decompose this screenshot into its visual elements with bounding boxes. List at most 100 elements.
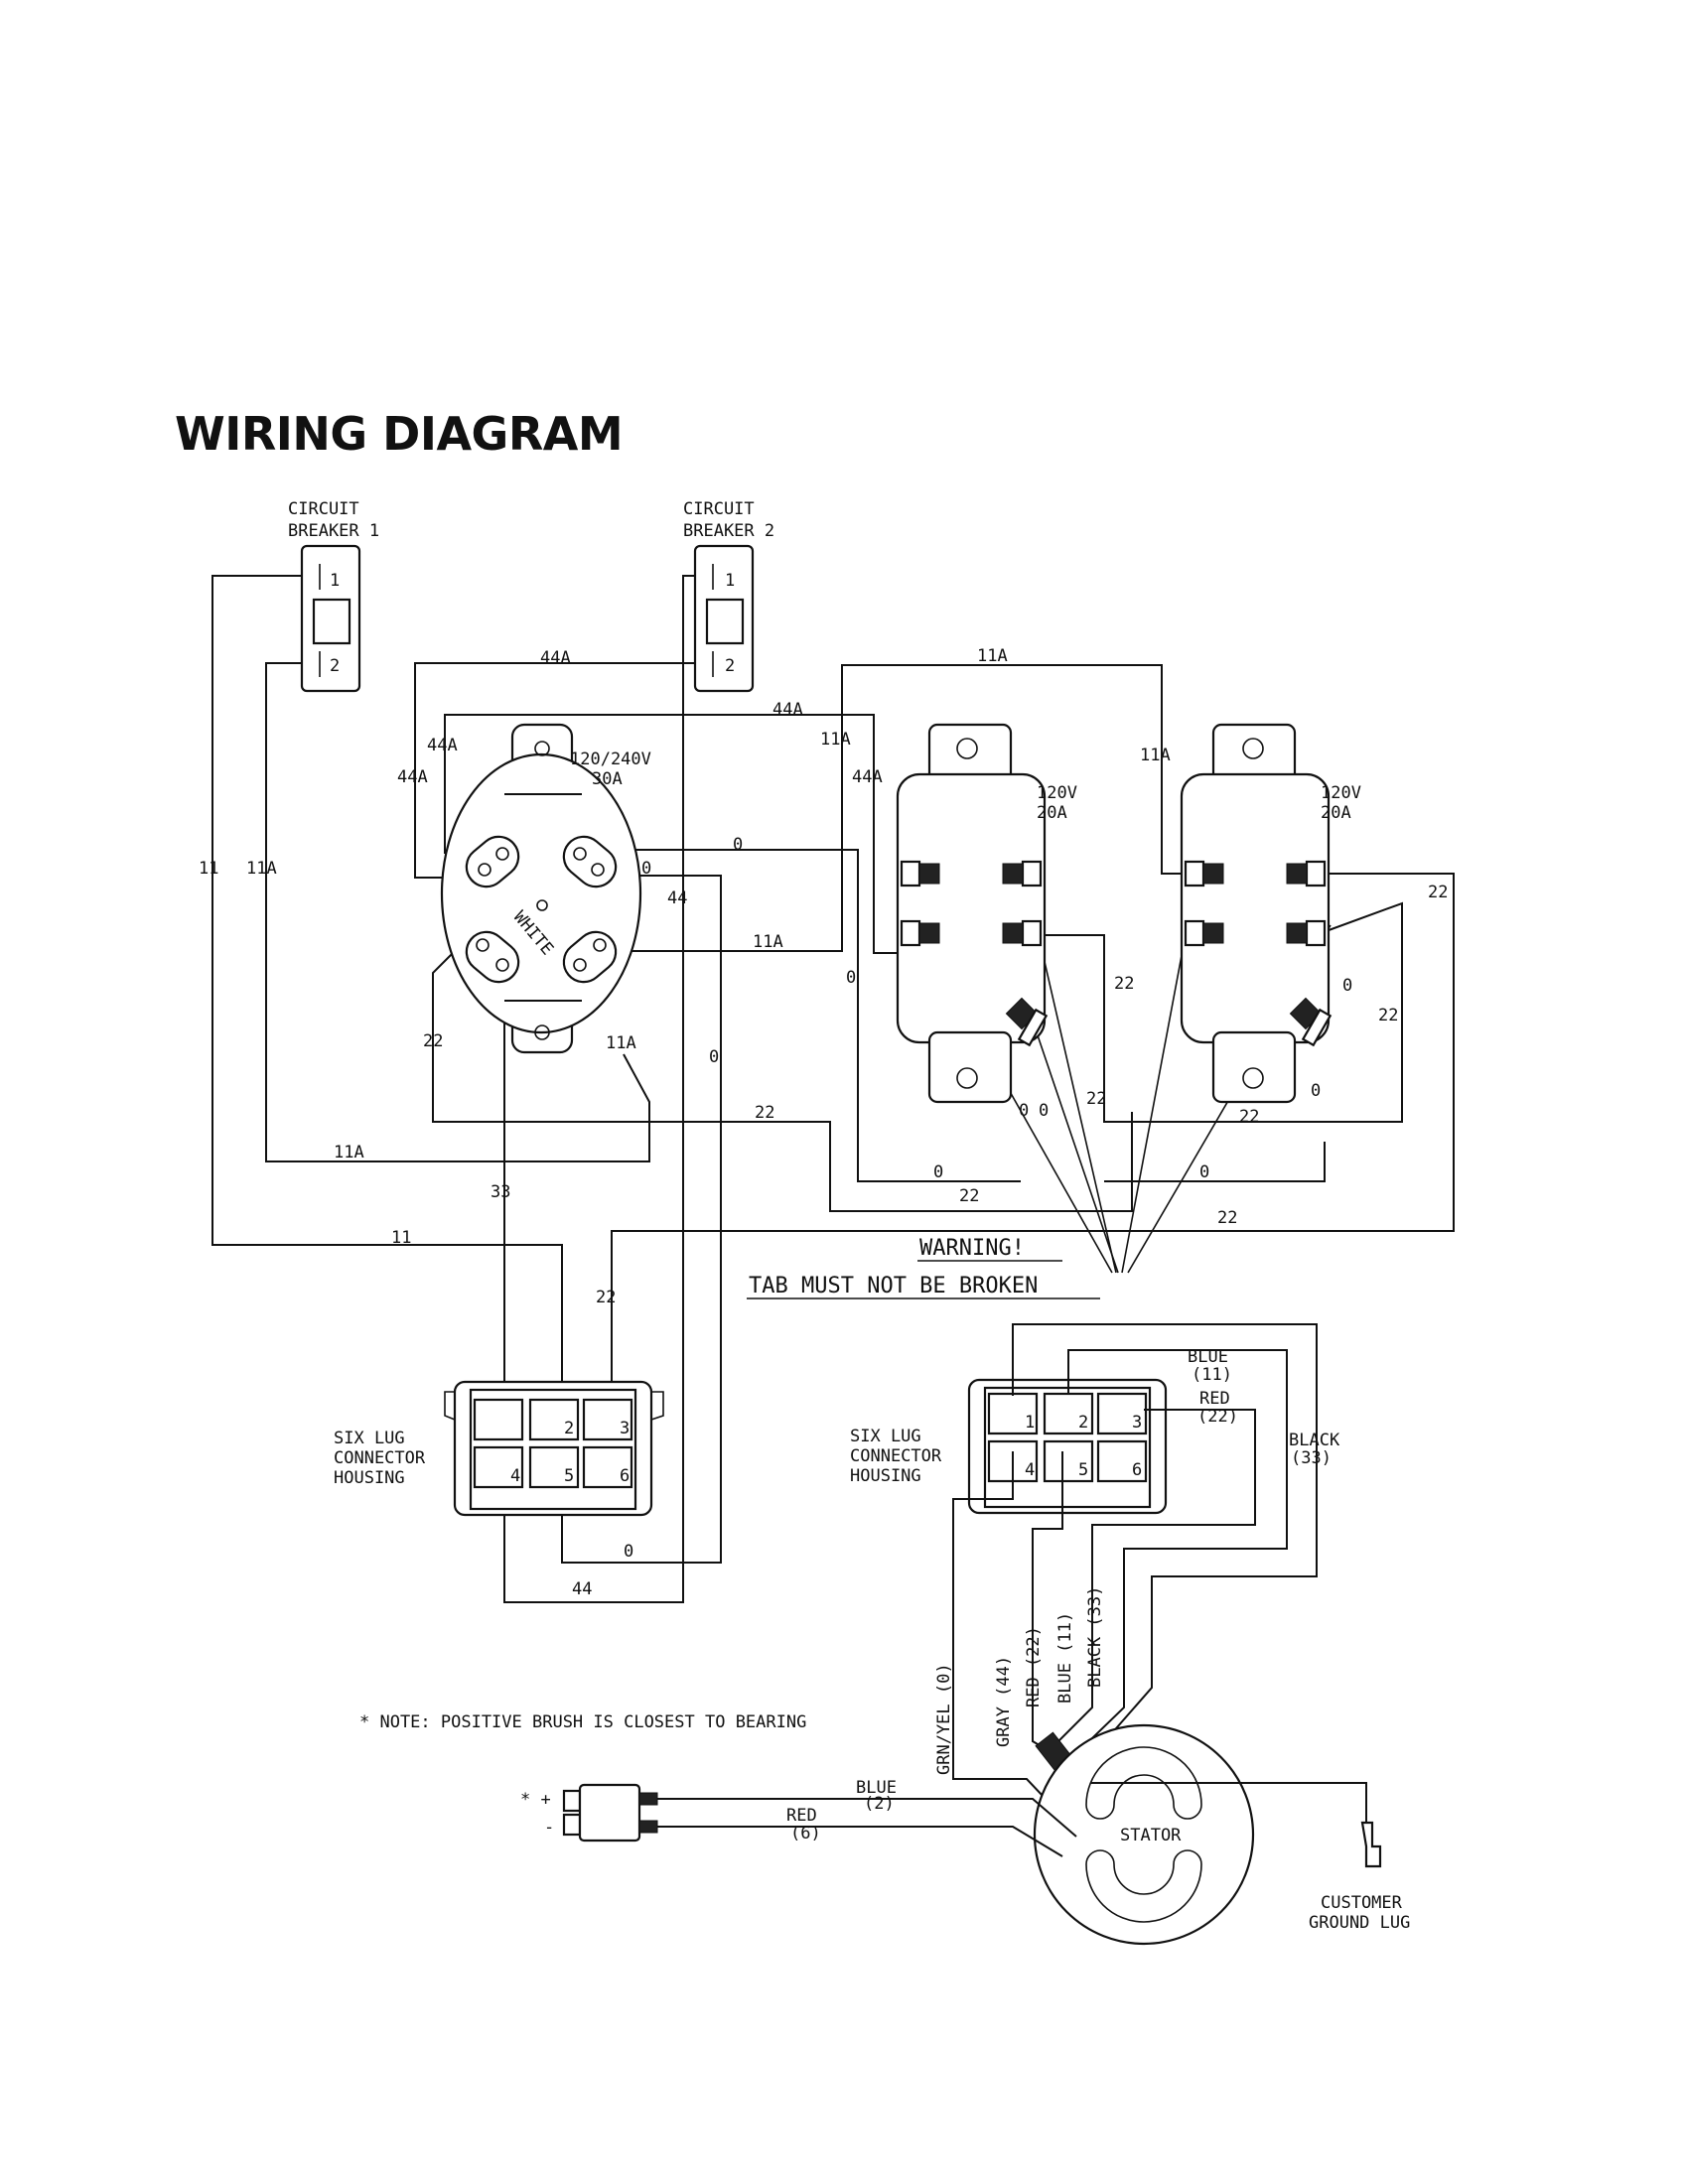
gfci2-term-br-screw xyxy=(1286,922,1308,944)
wire-label-22-i: 22 xyxy=(1217,1208,1237,1228)
six-lug-right-num-5: 5 xyxy=(1078,1460,1088,1480)
wire-label-0-b: 0 xyxy=(641,859,651,879)
stator-black-num: (33) xyxy=(1291,1448,1332,1468)
cb1-label-line1: CIRCUIT xyxy=(288,499,359,519)
wire-label-0-h: 0 xyxy=(1199,1162,1209,1182)
warning-leader-2 xyxy=(1042,952,1117,1274)
gfci1-rating-1: 120V xyxy=(1037,783,1077,803)
six-lug-right-num-2: 2 xyxy=(1078,1413,1088,1433)
wire-label-0-e: 0 xyxy=(1019,1101,1029,1121)
wire-label-0-a: 0 xyxy=(733,835,743,855)
wire-label-22-h: 22 xyxy=(1428,883,1448,902)
six-lug-right-label-3: HOUSING xyxy=(850,1466,921,1486)
warning-title: WARNING! xyxy=(919,1236,1025,1261)
gfci2-term-bl xyxy=(1184,919,1205,947)
six-lug-left-num-3: 3 xyxy=(620,1419,630,1438)
stator-wire-red-loop xyxy=(1052,1409,1256,1748)
wire-22-g xyxy=(432,934,1133,1212)
stator-blue-num: (11) xyxy=(1192,1365,1232,1385)
stator-wire-grnyel xyxy=(952,1451,1063,1818)
circuit-breaker-1: CIRCUIT BREAKER 1 1 2 xyxy=(288,499,379,693)
gfci1-term-tr-screw xyxy=(1002,863,1024,885)
ground-wire xyxy=(1090,1782,1367,1823)
gfci2-term-tr xyxy=(1305,860,1327,887)
cb1-pin2-label: 2 xyxy=(330,656,340,676)
gfci2-term-bl-screw xyxy=(1202,922,1224,944)
six-lug-connector-left: SIX LUG CONNECTOR HOUSING 2 3 4 5 6 xyxy=(334,1380,664,1517)
cb2-pin1-label: 1 xyxy=(725,571,735,591)
wire-label-44-b: 44 xyxy=(572,1579,592,1599)
gfci1-term-br xyxy=(1021,919,1043,947)
wire-label-0-g: 0 xyxy=(933,1162,943,1182)
twist-lock-receptacle: 120/240V 30A WHITE xyxy=(440,723,651,1054)
six-lug-left-label-1: SIX LUG xyxy=(334,1429,405,1448)
gfci1-bottom-hole xyxy=(956,1067,978,1089)
gfci2-bottom-hole xyxy=(1242,1067,1264,1089)
twist-lock-face xyxy=(440,752,642,1034)
gfci2-top-hole xyxy=(1242,738,1264,759)
stator-black33-label: BLACK (33) xyxy=(1085,1586,1105,1688)
brush-blue-num: (2) xyxy=(864,1794,895,1814)
six-lug-right-num-4: 4 xyxy=(1025,1460,1035,1480)
cb2-switch xyxy=(705,598,745,645)
wire-label-11a-c: 11A xyxy=(820,730,851,750)
stator-slot-bottom xyxy=(1085,1849,1202,1923)
wire-label-11-a: 11 xyxy=(199,859,218,879)
six-lug-left-clip-r xyxy=(650,1391,664,1421)
six-lug-right-lug-6 xyxy=(1096,1439,1148,1483)
six-lug-left-num-5: 5 xyxy=(564,1466,574,1486)
gfci1-term-tl-screw xyxy=(918,863,940,885)
wire-label-11a-e: 11A xyxy=(753,932,783,952)
gfci2-rating-1: 120V xyxy=(1321,783,1361,803)
brush-holder xyxy=(578,1783,641,1843)
wire-label-22-b: 22 xyxy=(755,1103,774,1123)
stator-blue11-label: BLUE (11) xyxy=(1055,1612,1075,1704)
gfci1-term-tl xyxy=(900,860,921,887)
gfci2-ground-tab xyxy=(1301,1008,1333,1047)
wire-label-22-e: 22 xyxy=(1086,1089,1106,1109)
wire-11a-y xyxy=(606,664,1192,952)
six-lug-right-lug-5 xyxy=(1043,1439,1094,1483)
stator-wire-gray xyxy=(1032,1451,1063,1748)
twist-lock-center-hole xyxy=(536,899,548,911)
stator-grnyel-label: GRN/YEL (0) xyxy=(934,1663,954,1775)
wire-label-0-c: 0 xyxy=(846,968,856,988)
wire-label-0-d: 0 xyxy=(709,1047,719,1067)
wire-label-0-f: 0 xyxy=(1039,1101,1049,1121)
wire-label-22-j: 22 xyxy=(596,1288,616,1307)
wire-label-0-j: 0 xyxy=(1311,1081,1321,1101)
stator-wire-blue-loop xyxy=(1061,1349,1288,1768)
six-lug-left-lug-1 xyxy=(473,1398,524,1441)
six-lug-connector-right: SIX LUG CONNECTOR HOUSING 1 2 3 4 5 6 xyxy=(850,1378,1168,1515)
twist-lock-rating-1: 120/240V xyxy=(570,750,651,769)
wire-44a-second xyxy=(444,714,915,954)
brush-wire-blue xyxy=(657,1798,1077,1838)
brush-note: * NOTE: POSITIVE BRUSH IS CLOSEST TO BEA… xyxy=(359,1712,806,1732)
wire-label-22-c: 22 xyxy=(959,1186,979,1206)
six-lug-right-num-6: 6 xyxy=(1132,1460,1142,1480)
stator-gray44-label: GRAY (44) xyxy=(994,1656,1014,1747)
wire-label-11a-b: 11A xyxy=(977,646,1008,666)
wire-label-44a-b: 44A xyxy=(427,736,458,755)
stator-red-label: RED xyxy=(1199,1389,1230,1409)
wire-11-left xyxy=(211,575,563,1400)
terminal-w-screw-2 xyxy=(573,847,587,861)
wire-label-0-i: 0 xyxy=(1342,976,1352,996)
terminal-white-screw xyxy=(476,938,490,952)
brush-assembly: * + - BLUE (2) RED (6) xyxy=(520,1778,1077,1857)
wire-0-twist xyxy=(606,849,1021,1182)
ground-lug-icon xyxy=(1360,1821,1382,1868)
stator-slot-top xyxy=(1085,1746,1202,1820)
gfci1-term-bl xyxy=(900,919,921,947)
wire-0-mid xyxy=(561,875,722,1564)
wire-network xyxy=(211,575,1455,1603)
gfci1-term-bl-screw xyxy=(918,922,940,944)
wire-label-11a-g: 11A xyxy=(334,1143,364,1162)
gfci1-bottom-tab xyxy=(927,1030,1013,1104)
wire-label-22-d: 22 xyxy=(1114,974,1134,994)
warning-text: TAB MUST NOT BE BROKEN xyxy=(749,1274,1038,1298)
six-lug-left-lug-3 xyxy=(582,1398,633,1441)
stator-wiring: BLUE (11) RED (22) BLACK (33) GRN/YEL (0… xyxy=(934,1323,1340,1818)
terminal-white-screw-2 xyxy=(495,958,509,972)
